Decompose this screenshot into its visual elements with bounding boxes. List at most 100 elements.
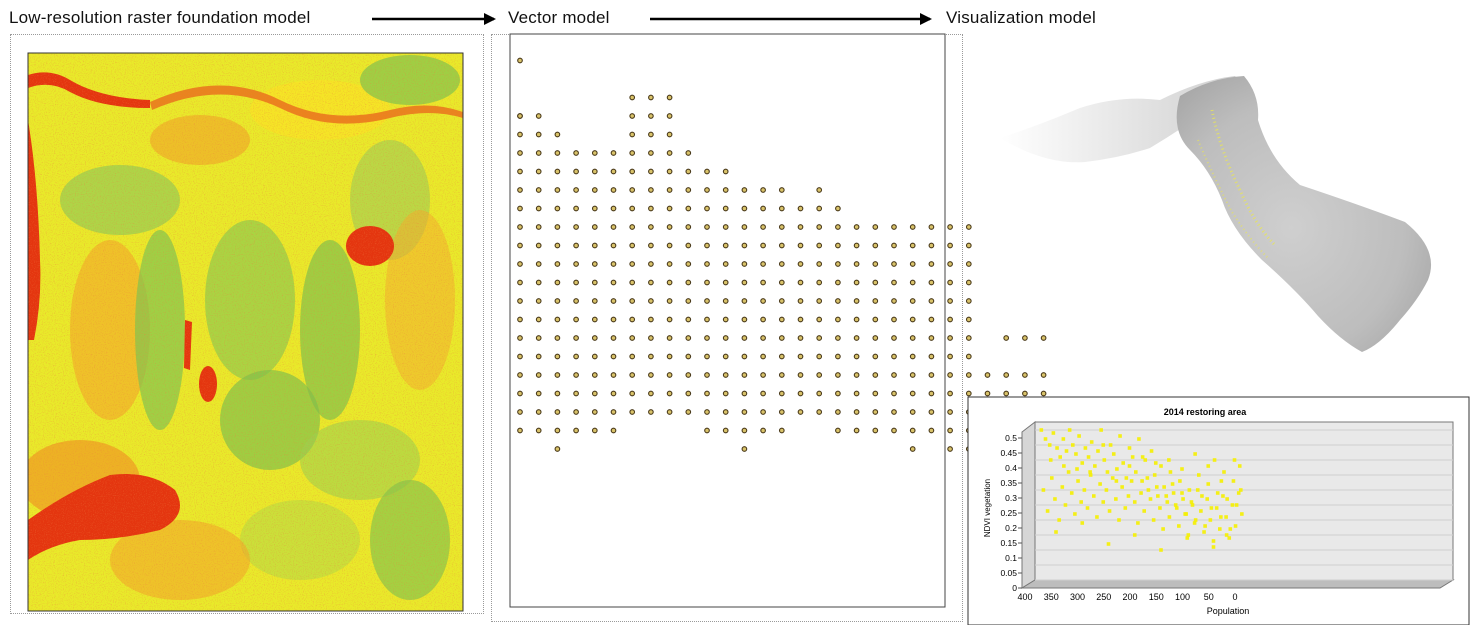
vector-point [648,242,654,249]
vector-point [909,316,916,323]
vector-point [928,427,935,434]
vector-point [722,224,729,230]
scatter-point [1061,437,1066,441]
vector-point [685,390,692,397]
scatter-title: 2014 restoring area [1164,407,1248,417]
vector-point [1003,372,1010,378]
scatter-point [1120,485,1124,489]
vector-point [554,316,561,323]
scatter-point [1058,455,1062,459]
vector-point [722,242,729,249]
vector-point [778,409,785,415]
vector-point [610,372,617,378]
vector-point [891,409,897,415]
scatter-point [1193,452,1197,456]
vector-point [610,168,617,175]
vector-point [573,353,579,360]
vector-point [535,113,542,119]
vector-point [1040,335,1047,341]
vector-point [704,187,710,193]
scatter-point [1136,521,1140,525]
vector-point [704,353,710,360]
vector-point [947,335,953,341]
scatter-point [1062,464,1066,468]
scatter-point [1126,494,1131,498]
vector-point [610,390,617,397]
vector-point [573,261,579,267]
vector-point [666,113,673,119]
scatter-point [1074,452,1078,456]
vector-point [685,261,692,267]
vector-point [573,335,579,341]
vector-point [517,427,523,434]
scatter-point [1050,476,1054,480]
y-tick-label: 0.3 [1005,493,1017,503]
vector-point [685,409,692,415]
vector-point [573,427,579,434]
vector-point [535,335,542,341]
vector-point [591,187,598,193]
x-tick-label: 100 [1175,592,1190,602]
vector-point [554,427,561,434]
vector-point [891,224,897,230]
scatter-point [1123,506,1128,510]
vector-point [797,390,804,397]
vector-point [928,390,935,397]
vector-point [610,298,617,304]
scatter-point [1102,458,1107,462]
vector-point [648,298,654,304]
vector-point [517,242,523,249]
vector-point [629,335,636,341]
vector-point [517,390,523,397]
scatter-point [1142,509,1146,513]
vector-point [965,261,972,267]
x-tick-label: 0 [1232,592,1237,602]
vector-point [891,316,897,323]
scatter-point [1219,515,1223,519]
vector-point [760,205,766,212]
vector-point [573,279,579,286]
vector-point [965,224,972,230]
vector-point [629,390,636,397]
vector-point [816,187,823,193]
scatter-point [1095,515,1099,519]
vector-point [629,94,636,101]
vector-point [853,242,860,249]
vector-point [517,113,523,119]
vector-point [629,131,636,138]
scatter-point [1063,503,1068,507]
vector-point [629,242,636,249]
vector-point [835,224,841,230]
vector-point [760,242,766,249]
scatter-point [1129,479,1134,483]
vector-point [778,335,785,341]
vector-point [535,298,542,304]
vector-point [666,131,673,138]
scatter-point [1045,509,1050,513]
scatter-point [1199,509,1203,513]
scatter-point [1218,527,1222,531]
scatter-point [1209,506,1214,510]
vector-point [947,298,953,304]
vector-point [535,372,542,378]
vector-point [741,242,748,249]
y-tick-label: 0 [1012,583,1017,593]
vector-point [629,168,636,175]
vector-point [1040,372,1047,378]
vector-point [853,279,860,286]
vector-point [573,224,579,230]
scatter-point [1106,542,1111,546]
scatter-point [1236,491,1241,495]
vector-point [591,372,598,378]
vector-point [685,316,692,323]
vector-point [741,427,748,434]
vector-point [891,390,897,397]
scatter-point [1048,458,1053,462]
scatter-point [1137,437,1141,441]
vector-point [947,372,953,378]
vector-point [778,205,785,212]
scatter-point [1159,464,1163,468]
x-tick-label: 50 [1204,592,1214,602]
vector-point [947,427,953,434]
vector-point [704,298,710,304]
